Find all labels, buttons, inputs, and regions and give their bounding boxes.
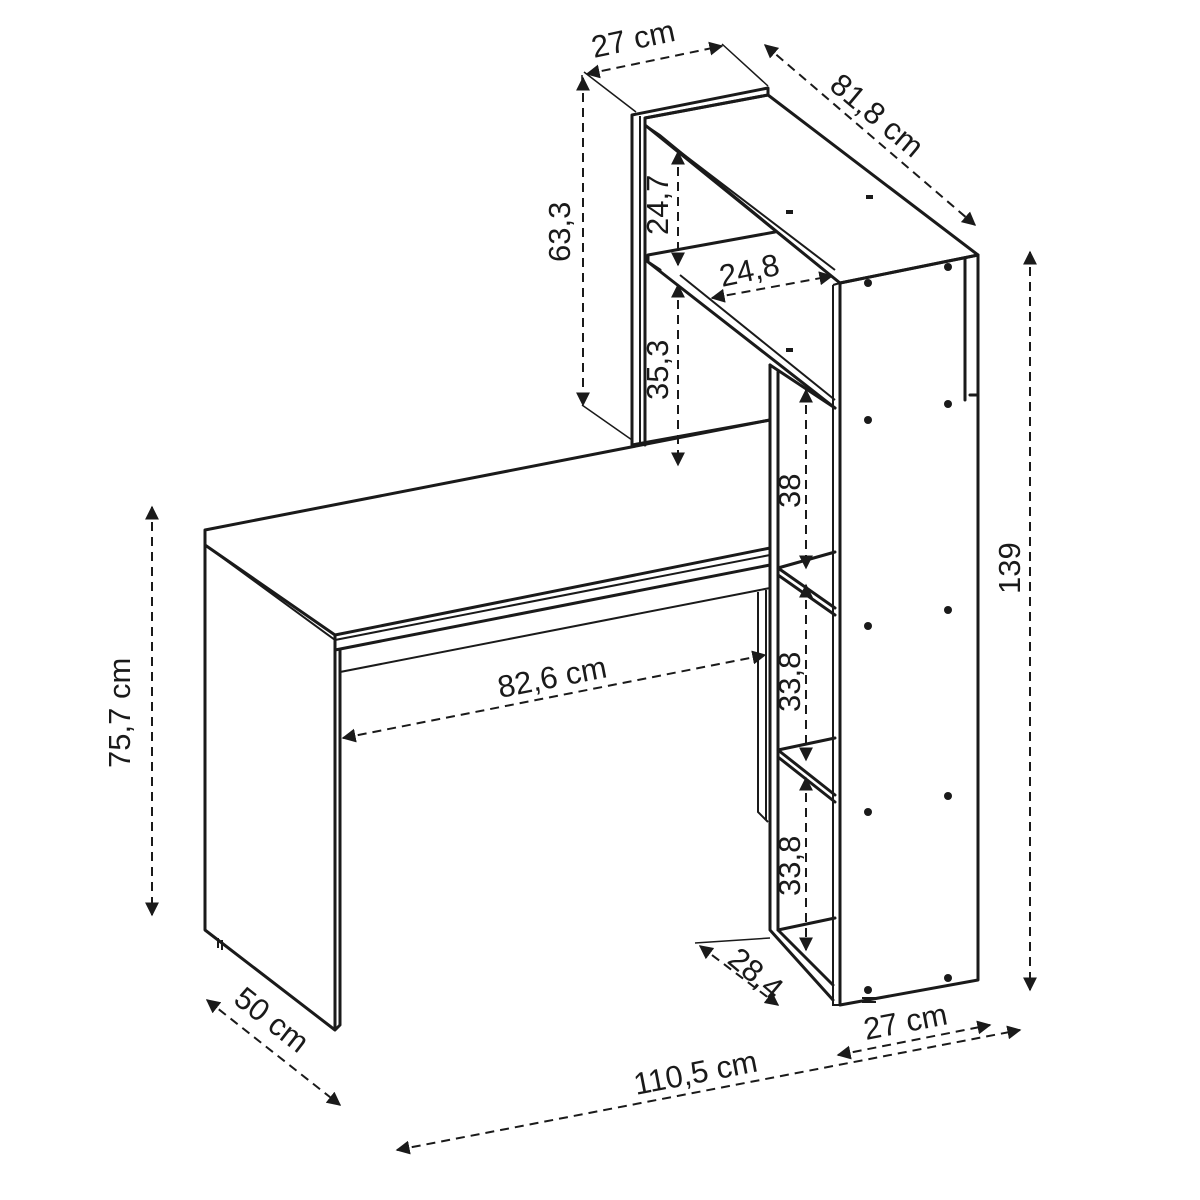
left-panel-foot bbox=[217, 938, 223, 950]
label-side-depth: 27 cm bbox=[861, 996, 951, 1046]
column-shelf-2 bbox=[776, 736, 837, 804]
hole bbox=[864, 622, 872, 630]
dim-line-shelf-length bbox=[763, 44, 977, 226]
label-compartment-2: 33,8 bbox=[772, 652, 807, 712]
desk-outline bbox=[203, 418, 772, 1032]
upper-middle-shelf-edge bbox=[679, 274, 836, 401]
hole bbox=[944, 974, 952, 982]
top-shelf-underside bbox=[644, 124, 836, 271]
label-desk-depth: 50 cm bbox=[228, 980, 316, 1060]
label-upper-compartment: 24,7 bbox=[640, 175, 675, 235]
label-compartment-3: 33,8 bbox=[772, 836, 807, 896]
shelf-pin bbox=[786, 210, 793, 214]
label-upper-height: 63,3 bbox=[542, 202, 577, 262]
shelf-pin bbox=[866, 195, 873, 199]
label-mid-compartment: 35,3 bbox=[640, 340, 675, 400]
hardware-holes bbox=[786, 195, 952, 994]
hole bbox=[864, 986, 872, 994]
desktop-top bbox=[203, 418, 772, 637]
desktop-front bbox=[333, 563, 772, 652]
back-leg bbox=[757, 590, 769, 823]
label-compartment-1: 38 bbox=[772, 474, 807, 508]
column-bottom bbox=[862, 997, 876, 1003]
label-bottom-shelf-depth: 28,4 bbox=[722, 941, 791, 1007]
upper-middle-shelf bbox=[646, 230, 837, 410]
dimension-lines bbox=[145, 41, 1037, 1155]
hole bbox=[864, 279, 872, 287]
right-side-panel bbox=[838, 253, 980, 1007]
hole bbox=[944, 606, 952, 614]
shelf-pin bbox=[786, 348, 793, 352]
right-side-panel-back bbox=[963, 256, 980, 402]
top-shelf bbox=[643, 93, 980, 285]
label-desk-height: 75,7 cm bbox=[102, 658, 137, 768]
dim-line-desk-depth bbox=[205, 999, 342, 1106]
hole bbox=[864, 808, 872, 816]
dim-line-desk-width-inner bbox=[341, 650, 767, 743]
label-total-height: 139 bbox=[992, 542, 1027, 594]
left-side-panel bbox=[203, 543, 342, 1032]
dim-line-shelf-depth-top bbox=[585, 41, 724, 79]
hole bbox=[864, 416, 872, 424]
dim-line-total-width bbox=[395, 1025, 1022, 1155]
dim-line-bottom-shelf-depth bbox=[698, 945, 780, 1006]
hole bbox=[944, 400, 952, 408]
hole bbox=[944, 263, 952, 271]
dimension-labels: 27 cm 81,8 cm 63,3 24,7 24,8 35,3 38 139… bbox=[102, 13, 1027, 1102]
right-side-panel-edge bbox=[832, 282, 841, 1006]
dim-line-upper-shelf-depth bbox=[710, 271, 834, 303]
inner-column bbox=[768, 363, 835, 1002]
hole bbox=[944, 792, 952, 800]
desktop-edge bbox=[204, 544, 771, 641]
